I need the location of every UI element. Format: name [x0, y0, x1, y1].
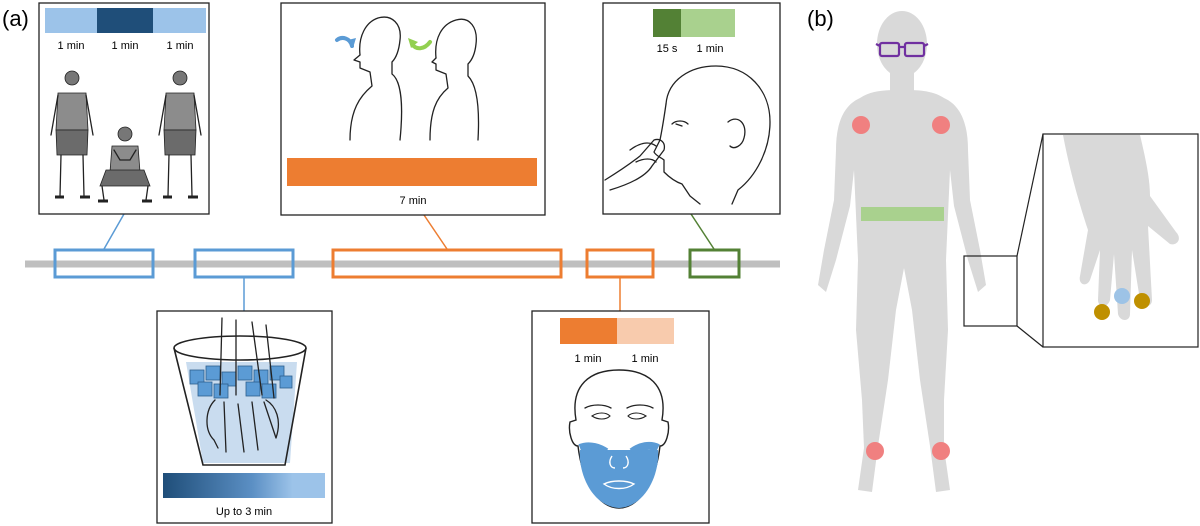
zoom-line-bottom: [1016, 325, 1044, 348]
person-outline-right: [435, 18, 480, 141]
face-cooling-label-1: 1 min: [575, 353, 602, 365]
breathing-bar: [287, 158, 537, 186]
face-cooling-label-2: 1 min: [632, 353, 659, 365]
face-cooling-bar-rest: [617, 318, 674, 344]
nose-pinch-panel: 15 s 1 min: [602, 2, 781, 215]
marker-exercise: [53, 248, 155, 279]
connector-nose-pinch: [690, 213, 715, 250]
person-face-right: [429, 57, 449, 141]
sensor-right-shoulder: [932, 116, 950, 134]
connector-exercise: [103, 213, 125, 250]
eyes-icon: [591, 412, 647, 420]
eye-icon: [671, 120, 689, 127]
nose-pinch-label-2: 1 min: [697, 43, 724, 55]
exercise-bar-rest1: [45, 8, 97, 33]
exercise-bar-squat: [97, 8, 153, 33]
exercise-label-1: 1 min: [58, 40, 85, 52]
cold-pressor-bar: [163, 473, 325, 498]
cold-pressor-panel: Up to 3 min: [156, 310, 333, 524]
pinching-hand-icon: [604, 138, 666, 191]
sensor-right-ankle: [932, 442, 950, 460]
exercise-label-2: 1 min: [112, 40, 139, 52]
sensor-ppg: [1114, 288, 1130, 304]
breathing-panel: 7 min: [280, 2, 546, 216]
squatting-person-icon: [98, 126, 152, 203]
sensor-eda-1: [1094, 304, 1110, 320]
face-cooling-bar-cool: [560, 318, 617, 344]
zoom-line-top: [1016, 133, 1044, 257]
exercise-bar-rest2: [153, 8, 206, 33]
panel-b-label: (b): [807, 6, 834, 31]
nose-pinch-bar-rest: [681, 9, 735, 37]
marker-breathing: [331, 248, 563, 279]
head-outline: [665, 65, 771, 205]
breathing-duration: 7 min: [400, 195, 427, 207]
person-outline-left: [359, 16, 403, 141]
zoom-region: [963, 255, 1018, 327]
nose-pinch-bar-hold: [653, 9, 681, 37]
glasses-icon: [875, 41, 929, 58]
sensor-left-ankle: [866, 442, 884, 460]
finger-lines: [629, 142, 657, 163]
mouth-icon: [602, 480, 636, 490]
marker-cold-pressor: [193, 248, 295, 279]
face-cooling-panel: 1 min 1 min: [531, 310, 710, 524]
body-silhouette: [818, 11, 986, 492]
cold-pressor-duration: Up to 3 min: [216, 506, 272, 518]
cooled-face-area: [579, 450, 659, 508]
ear-icon: [727, 118, 746, 149]
sensor-left-shoulder: [852, 116, 870, 134]
hand-icon: [206, 399, 280, 453]
nose-icon: [609, 455, 629, 469]
respiration-belt: [861, 207, 944, 221]
inhale-arrowhead-icon: [408, 38, 418, 48]
arm-outline: [219, 317, 275, 399]
exercise-panel: 1 min 1 min 1 min: [38, 2, 210, 215]
connector-breathing: [423, 214, 448, 250]
nose-pinch-label-1: 15 s: [657, 43, 678, 55]
exercise-label-3: 1 min: [167, 40, 194, 52]
panel-a-label: (a): [2, 6, 29, 31]
standing-person-icon: [50, 70, 94, 199]
marker-nose-pinch: [688, 248, 741, 279]
bucket-outline: [173, 347, 307, 466]
zoomed-hand: [1063, 135, 1179, 320]
face-profile: [653, 103, 701, 205]
ice-cubes-icon: [189, 365, 293, 399]
sensor-eda-2: [1134, 293, 1150, 309]
exhale-arrowhead-icon: [348, 38, 356, 48]
standing-person-icon: [158, 70, 202, 199]
person-face-left: [349, 54, 373, 141]
marker-face-cooling: [585, 248, 655, 279]
